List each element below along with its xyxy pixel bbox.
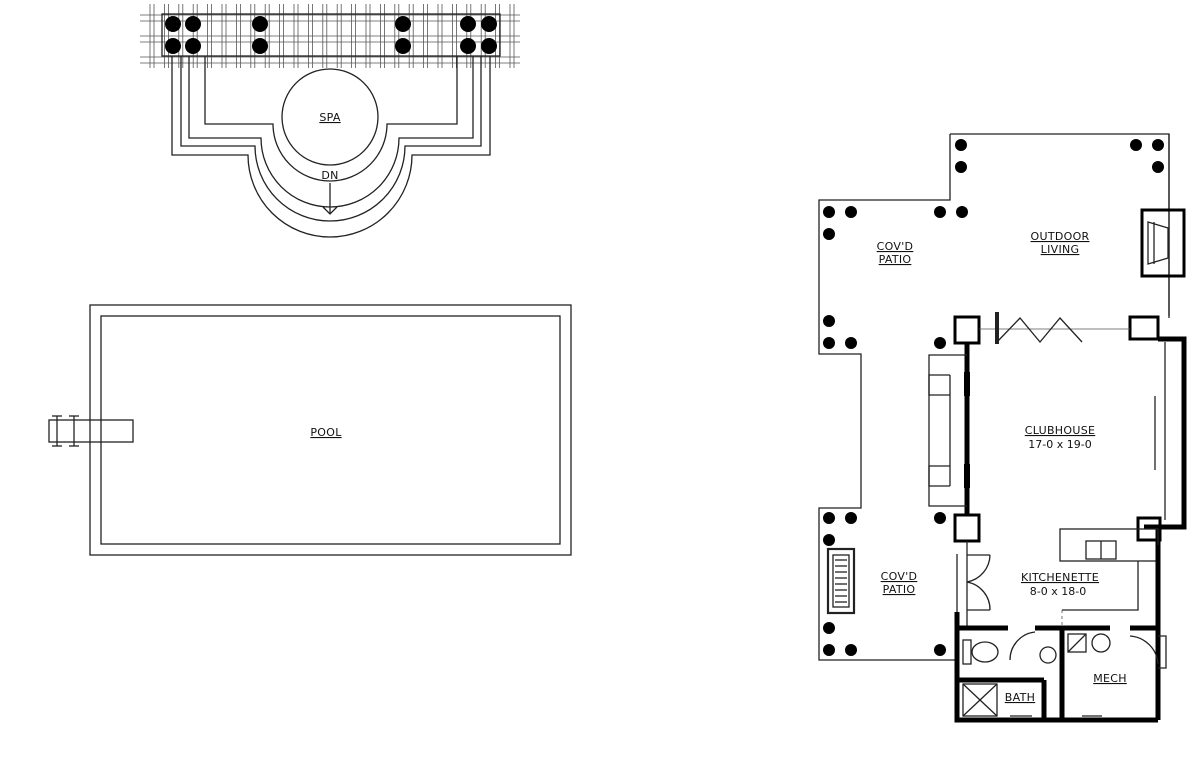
kitchenette-label: KITCHENETTE [1021, 571, 1099, 584]
outdoor-living-label-1: OUTDOOR [1031, 230, 1090, 243]
diving-board [48, 415, 134, 447]
outdoor-living-label-2: LIVING [1041, 243, 1080, 256]
mech-fixtures [1067, 633, 1167, 669]
patio-columns [823, 139, 1164, 656]
folding-door [995, 312, 1083, 344]
patio-bench [826, 547, 856, 615]
patio-bottom-label-1: COV'D [881, 570, 918, 583]
service-walls [954, 612, 1158, 723]
spa-down-arrowhead [322, 206, 338, 215]
spa-label: SPA [319, 111, 341, 124]
pergola-grid [140, 4, 520, 68]
pool-label: POOL [310, 426, 342, 439]
pool-water-edge [100, 315, 561, 545]
fireplace [1140, 208, 1186, 278]
kitchenette-area [1059, 528, 1161, 720]
west-bay [928, 354, 967, 507]
spa-terrace: SPA DN [140, 4, 520, 238]
clubhouse-dimensions: 17-0 x 19-0 [1028, 438, 1091, 451]
clubhouse-building: COV'D PATIO OUTDOOR LIVING CLUBHOUSE 17-… [818, 133, 1187, 723]
clubhouse-label: CLUBHOUSE [1025, 424, 1095, 437]
spa-down-label: DN [321, 169, 338, 182]
building-outline [818, 133, 1170, 661]
pool-deck-edge [89, 304, 572, 556]
pergola-beam [161, 13, 501, 57]
west-window-mullions [964, 372, 970, 488]
mech-label: MECH [1093, 672, 1127, 685]
spa-steps [171, 56, 491, 238]
bath-label: BATH [1005, 691, 1035, 704]
bath-fixtures [962, 631, 1057, 717]
kitchenette-dimensions: 8-0 x 18-0 [1030, 585, 1086, 598]
kitchenette-doors [956, 541, 991, 626]
patio-bottom-label-2: PATIO [883, 583, 916, 596]
pool: POOL [48, 304, 572, 556]
patio-top-label-2: PATIO [879, 253, 912, 266]
pergola-columns [165, 16, 497, 54]
spa-tub [281, 68, 379, 166]
patio-top-label-1: COV'D [877, 240, 914, 253]
